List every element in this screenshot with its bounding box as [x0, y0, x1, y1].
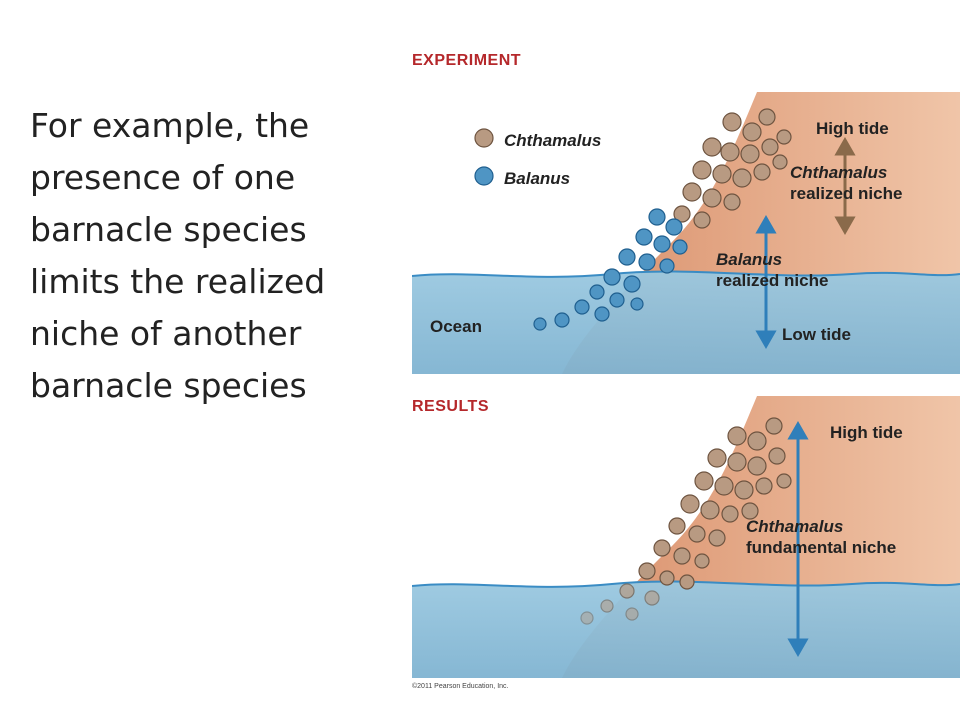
chthamalus-cluster — [673, 108, 792, 229]
chthamalus-fundamental-niche-label: Chthamalus fundamental niche — [746, 517, 897, 557]
experiment-heading: EXPERIMENT — [412, 52, 522, 69]
low-tide-label: Low tide — [782, 325, 851, 344]
water-line — [412, 580, 960, 588]
legend-chthamalus: Chthamalus — [504, 131, 602, 150]
body-line: presence of one — [30, 158, 296, 197]
chthamalus-arrow — [834, 136, 856, 236]
ocean-label: Ocean — [430, 317, 482, 336]
chthamalus-cluster — [580, 417, 792, 625]
results-panel: High tide Chthamalus fundamental niche — [412, 396, 960, 678]
fundamental-niche-arrow — [787, 420, 809, 658]
chthamalus-realized-niche-label: Chthamalus realized niche — [790, 163, 903, 203]
experiment-illustration — [412, 92, 960, 374]
blue-barnacle-icon — [474, 166, 494, 186]
ocean-water — [412, 271, 960, 374]
results-heading: RESULTS — [412, 398, 489, 415]
slide-body-text: For example, the presence of one barnacl… — [30, 100, 390, 412]
balanus-arrow — [755, 214, 777, 350]
copyright-notice: ©2011 Pearson Education, Inc. — [412, 683, 509, 690]
legend-balanus: Balanus — [504, 169, 571, 188]
body-line: barnacle species — [30, 366, 307, 405]
high-tide-label: High tide — [816, 119, 889, 138]
water-line — [412, 270, 960, 278]
brown-barnacle-icon — [474, 128, 494, 148]
ocean-water — [412, 581, 960, 678]
results-high-tide-label: High tide — [830, 423, 903, 442]
body-line: niche of another — [30, 314, 302, 353]
legend-icons — [474, 128, 494, 186]
results-illustration — [412, 396, 960, 678]
balanus-cluster — [533, 208, 688, 331]
experiment-panel: Chthamalus Balanus High tide Chthamalus … — [412, 92, 960, 374]
body-line: barnacle species — [30, 210, 307, 249]
body-line: limits the realized — [30, 262, 326, 301]
balanus-realized-niche-label: Balanus realized niche — [716, 250, 829, 290]
body-line: For example, the — [30, 106, 310, 145]
